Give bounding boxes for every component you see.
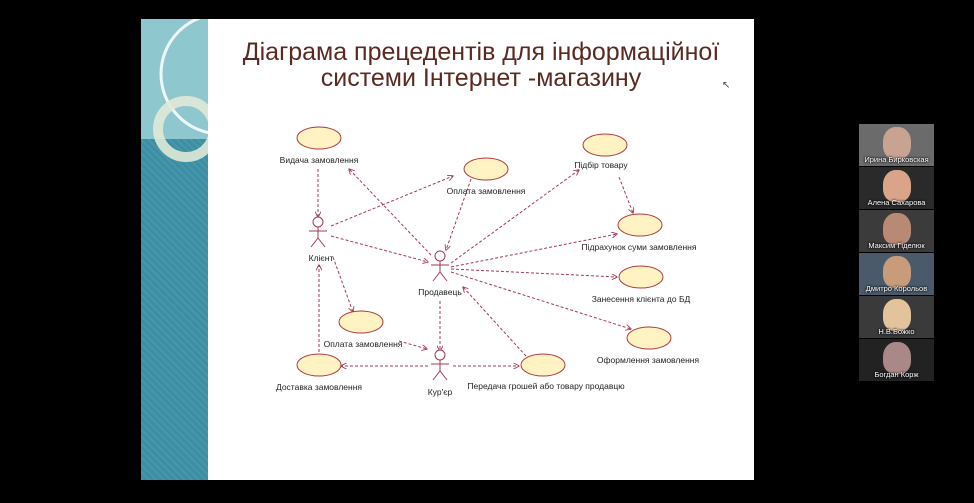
edge-client-to-seller bbox=[330, 235, 428, 262]
label-order-total: Підрахунок суми замовлення bbox=[582, 242, 697, 252]
edge-transfer-to-seller bbox=[463, 287, 527, 357]
actor-courier-icon bbox=[431, 349, 449, 381]
edge-client-to-payment2 bbox=[332, 256, 353, 312]
edge-payment2-to-courier bbox=[398, 340, 427, 349]
mouse-pointer-icon: ↖ bbox=[722, 80, 731, 91]
participant-avatar bbox=[882, 342, 911, 374]
participant-tile[interactable]: Дмитро Корольов bbox=[859, 253, 934, 296]
participant-avatar bbox=[882, 299, 911, 331]
label-issue-order: Видача замовлення bbox=[280, 155, 359, 165]
participant-avatar bbox=[882, 170, 911, 202]
participant-tile[interactable]: Алена Сахарова bbox=[859, 167, 934, 210]
participant-name: Дмитро Корольов bbox=[865, 284, 928, 293]
usecase-payment-top bbox=[463, 157, 509, 181]
label-order-processing: Оформлення замовлення bbox=[597, 355, 700, 365]
usecase-client-to-db bbox=[618, 265, 664, 289]
participant-name: Алена Сахарова bbox=[867, 198, 926, 207]
participants-panel: Ирина Бирковская Алена Сахарова Максим Г… bbox=[859, 124, 934, 382]
use-case-diagram: Видача замовлення Оплата замовлення Підб… bbox=[276, 126, 700, 397]
participant-tile[interactable]: Богдан Корж bbox=[859, 339, 934, 382]
edge-client-to-payment bbox=[330, 176, 453, 227]
usecase-payment-bottom bbox=[338, 310, 384, 334]
participant-avatar bbox=[882, 127, 911, 159]
label-actor-seller: Продавець bbox=[418, 287, 462, 297]
label-client-to-db: Занесення клієнта до БД bbox=[592, 294, 691, 304]
usecase-order-processing bbox=[626, 326, 672, 350]
edge-seller-to-selection bbox=[450, 170, 579, 264]
label-payment-top: Оплата замовлення bbox=[447, 186, 526, 196]
slide-title-line1: Діаграма прецедентів для інформаційної bbox=[242, 38, 720, 66]
label-delivery: Доставка замовлення bbox=[276, 382, 362, 392]
usecase-transfer bbox=[520, 353, 566, 377]
participant-name: Максим Гіделюк bbox=[868, 241, 925, 250]
label-actor-courier: Кур'єр bbox=[428, 387, 453, 397]
usecase-issue-order bbox=[296, 126, 342, 150]
label-transfer: Передача грошей або товару продавцю bbox=[467, 381, 625, 391]
participant-tile[interactable]: Ирина Бирковская bbox=[859, 124, 934, 167]
slide-decor-top bbox=[141, 19, 208, 139]
presentation-slide: Діаграма прецедентів для інформаційної с… bbox=[141, 19, 754, 480]
edge-seller-to-total bbox=[450, 234, 617, 268]
label-product-selection: Підбір товару bbox=[574, 160, 628, 170]
slide-title-line2: системи Інтернет -магазину bbox=[320, 64, 642, 92]
actor-seller-icon bbox=[431, 250, 449, 282]
participant-tile[interactable]: Максим Гіделюк bbox=[859, 210, 934, 253]
participant-name: Богдан Корж bbox=[874, 370, 919, 379]
participant-avatar bbox=[882, 213, 911, 245]
usecase-delivery bbox=[296, 353, 342, 377]
slide-decor-sidebar bbox=[141, 19, 208, 480]
label-actor-client: Клієнт bbox=[309, 253, 334, 263]
usecase-product-selection bbox=[582, 133, 628, 157]
label-payment-bottom: Оплата замовлення bbox=[324, 339, 403, 349]
participant-name: Н.В.Божко bbox=[878, 327, 915, 336]
edge-seller-to-issue bbox=[349, 169, 432, 256]
edge-seller-to-db bbox=[450, 268, 617, 277]
participant-name: Ирина Бирковская bbox=[864, 155, 929, 164]
actor-client-icon bbox=[309, 216, 327, 248]
participant-tile[interactable]: Н.В.Божко bbox=[859, 296, 934, 339]
edge-seller-to-processing bbox=[450, 271, 631, 329]
decor-rings bbox=[153, 19, 208, 162]
participant-avatar bbox=[882, 256, 911, 288]
usecase-order-total bbox=[617, 213, 663, 237]
edge-payment-to-seller bbox=[446, 178, 472, 250]
edge-selection-to-total bbox=[618, 176, 633, 213]
